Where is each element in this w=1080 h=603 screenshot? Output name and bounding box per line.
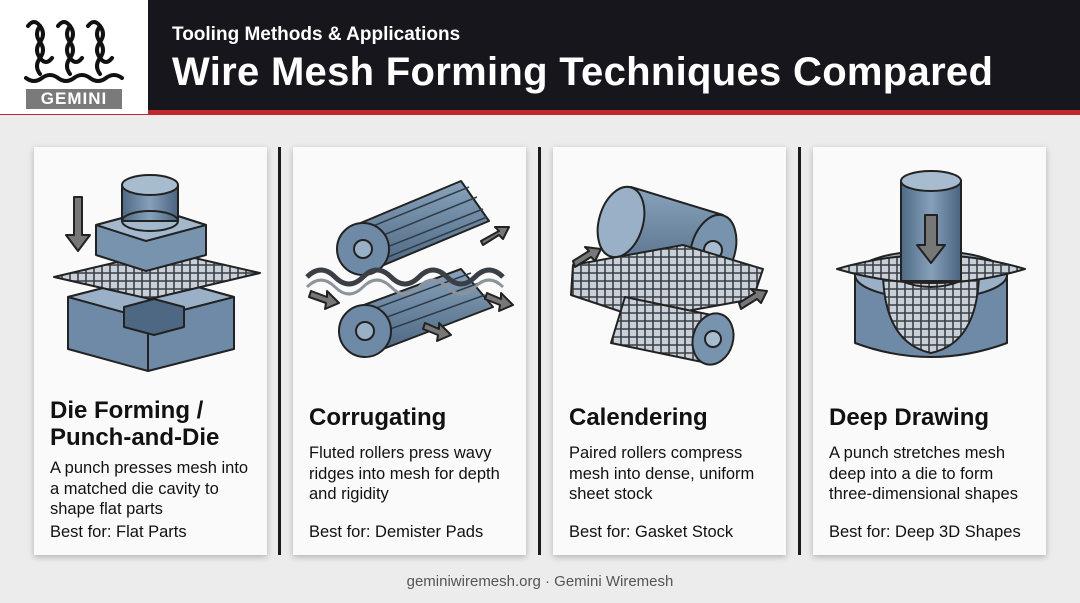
arrow-right-icon [422, 322, 452, 342]
card-best-for: Best for: Flat Parts [50, 523, 187, 541]
mesh-knit-logo-icon [24, 20, 124, 83]
card-deep-drawing: Deep Drawing A punch stretches mesh deep… [813, 147, 1046, 555]
deep-drawing-illustration [836, 170, 1026, 358]
brand-logo: GEMINI [0, 0, 148, 114]
logo-wordmark: GEMINI [26, 89, 122, 109]
card-best-for: Best for: Demister Pads [309, 523, 484, 541]
die-forming-illustration [53, 174, 261, 372]
arrow-right-icon [738, 288, 768, 310]
card-best-for: Best for: Gasket Stock [569, 523, 734, 541]
arrow-right-icon [572, 246, 602, 268]
card-title: Deep Drawing [829, 404, 990, 431]
card-description: A punch presses mesh into a matched die … [50, 459, 249, 518]
card-title: Calendering [569, 404, 708, 431]
card-title: Die Forming / Punch-and-Die [50, 397, 220, 451]
arrow-right-icon [484, 292, 514, 312]
footer-credit: geminiwiremesh.org · Gemini Wiremesh [406, 573, 674, 590]
card-best-for: Best for: Deep 3D Shapes [829, 523, 1021, 541]
calendering-illustration [570, 185, 768, 366]
corrugating-illustration [305, 180, 514, 358]
header-bar [0, 0, 1080, 114]
card-description: Paired rollers compress mesh into dense,… [569, 444, 755, 503]
card-title: Corrugating [309, 404, 447, 431]
arrow-down-icon [916, 214, 946, 264]
card-description: Fluted rollers press wavy ridges into me… [309, 444, 500, 503]
card-description: A punch stretches mesh deep into a die t… [829, 444, 1018, 503]
arrow-down-icon [65, 196, 91, 252]
arrow-right-icon [480, 226, 510, 246]
column-divider [278, 147, 281, 555]
header-accent-stripe [0, 110, 1080, 115]
page-title: Wire Mesh Forming Techniques Compared [172, 50, 994, 94]
header-kicker: Tooling Methods & Applications [172, 24, 461, 45]
column-divider [538, 147, 541, 555]
card-die-forming: Die Forming / Punch-and-Die A punch pres… [34, 147, 267, 555]
column-divider [798, 147, 801, 555]
arrow-right-icon [308, 290, 340, 310]
card-calendering: Calendering Paired rollers compress mesh… [553, 147, 786, 555]
card-corrugating: Corrugating Fluted rollers press wavy ri… [293, 147, 526, 555]
